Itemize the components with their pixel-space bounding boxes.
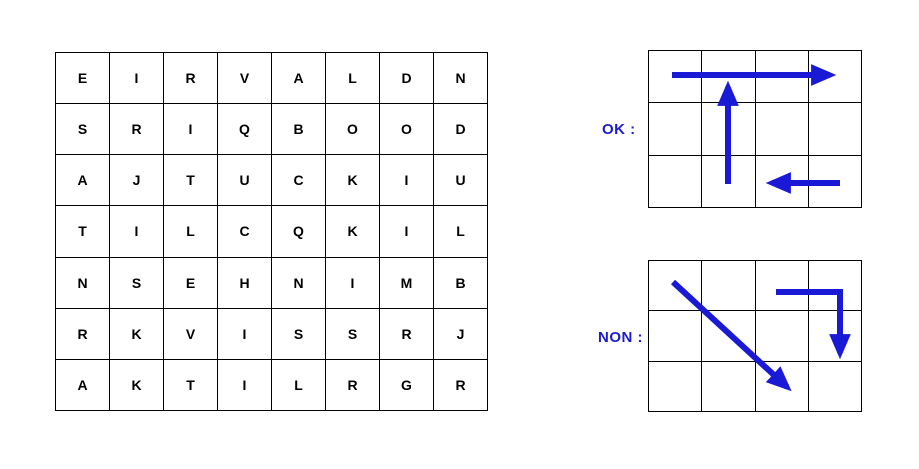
letter-cell: K	[110, 359, 164, 411]
letter-cell: S	[272, 308, 326, 360]
letter-cell: B	[272, 104, 326, 156]
letter-cell: I	[218, 308, 272, 360]
mini-grid-cell	[649, 361, 703, 412]
mini-grid-cell	[755, 51, 809, 104]
letter-cell: R	[164, 53, 218, 105]
letter-cell: U	[218, 155, 272, 207]
letter-cell: K	[326, 155, 380, 207]
letter-cell: S	[326, 308, 380, 360]
letter-cell: M	[380, 257, 434, 309]
letter-cell: U	[434, 155, 488, 207]
mini-grid-cell	[755, 361, 809, 412]
letter-cell: O	[326, 104, 380, 156]
mini-grid-cell	[702, 103, 756, 156]
letter-cell: I	[380, 206, 434, 258]
letter-cell: V	[218, 53, 272, 105]
letter-cell: A	[272, 53, 326, 105]
letter-cell: J	[434, 308, 488, 360]
letter-cell: S	[56, 104, 110, 156]
letter-cell: I	[110, 206, 164, 258]
mini-grid-cell	[702, 361, 756, 412]
mini-grid-cell	[649, 155, 703, 208]
letter-cell: L	[272, 359, 326, 411]
mini-grid-cell	[808, 311, 862, 362]
letter-cell: I	[110, 53, 164, 105]
mini-grid-cell	[808, 103, 862, 156]
letter-cell: D	[380, 53, 434, 105]
letter-cell: R	[434, 359, 488, 411]
letter-cell: L	[326, 53, 380, 105]
mini-grid-cell	[755, 103, 809, 156]
mini-grid-cell	[702, 155, 756, 208]
letter-cell: E	[164, 257, 218, 309]
letter-cell: A	[56, 359, 110, 411]
letter-cell: K	[326, 206, 380, 258]
mini-grid-cell	[649, 51, 703, 104]
letter-cell: E	[56, 53, 110, 105]
letter-cell: R	[110, 104, 164, 156]
mini-grid-cell	[755, 311, 809, 362]
letter-cell: R	[56, 308, 110, 360]
letter-cell: O	[380, 104, 434, 156]
letter-cell: C	[218, 206, 272, 258]
letter-cell: L	[164, 206, 218, 258]
letter-cell: H	[218, 257, 272, 309]
mini-grid-cell	[649, 311, 703, 362]
letter-cell: C	[272, 155, 326, 207]
letter-cell: R	[380, 308, 434, 360]
letter-cell: S	[110, 257, 164, 309]
ok-example-label: OK :	[602, 121, 636, 138]
letter-cell: I	[218, 359, 272, 411]
letter-cell: Q	[272, 206, 326, 258]
mini-grid-cell	[649, 261, 703, 312]
mini-grid-cell	[808, 155, 862, 208]
letter-cell: N	[434, 53, 488, 105]
non-example-label: NON :	[598, 329, 643, 346]
letter-cell: L	[434, 206, 488, 258]
letter-cell: N	[56, 257, 110, 309]
letter-cell: T	[56, 206, 110, 258]
letter-cell: T	[164, 155, 218, 207]
letter-cell: K	[110, 308, 164, 360]
letter-cell: J	[110, 155, 164, 207]
mini-grid-cell	[702, 51, 756, 104]
letter-cell: T	[164, 359, 218, 411]
letter-cell: N	[272, 257, 326, 309]
letter-cell: I	[380, 155, 434, 207]
letter-cell: G	[380, 359, 434, 411]
mini-grid-cell	[649, 103, 703, 156]
mini-grid-cell	[808, 261, 862, 312]
mini-grid-cell	[808, 361, 862, 412]
mini-grid-cell	[702, 261, 756, 312]
letter-cell: D	[434, 104, 488, 156]
non-example-grid	[648, 260, 862, 412]
mini-grid-cell	[755, 261, 809, 312]
letter-cell: R	[326, 359, 380, 411]
letter-cell: I	[164, 104, 218, 156]
letter-cell: I	[326, 257, 380, 309]
letter-cell: A	[56, 155, 110, 207]
letter-cell: B	[434, 257, 488, 309]
ok-example-grid	[648, 50, 862, 208]
mini-grid-cell	[808, 51, 862, 104]
mini-grid-cell	[755, 155, 809, 208]
letter-cell: Q	[218, 104, 272, 156]
mini-grid-cell	[702, 311, 756, 362]
letter-cell: V	[164, 308, 218, 360]
